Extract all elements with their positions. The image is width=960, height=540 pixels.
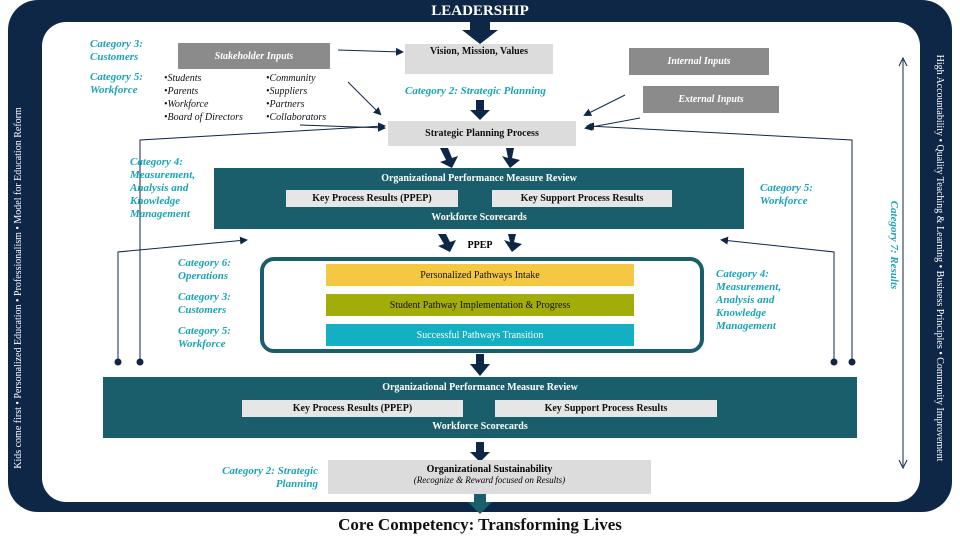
list-item: •Collaborators [266, 112, 327, 123]
category-2-strategic-bottom: Category 2: Strategic Planning [222, 465, 318, 490]
sustainability-title: Organizational Sustainability [426, 464, 553, 475]
external-inputs-box: External Inputs [643, 86, 779, 113]
review-top-key-process-results: Key Process Results (PPEP) [286, 190, 458, 207]
category-4-measurement-right: Category 4: Measurement, Analysis and Kn… [716, 268, 782, 332]
internal-inputs-box: Internal Inputs [629, 48, 769, 75]
leadership-arrow-icon [462, 22, 498, 44]
list-item: •Students [164, 73, 202, 84]
ppep-stage-intake: Personalized Pathways Intake [326, 264, 634, 286]
category-5-workforce-right: Category 5: Workforce [760, 182, 813, 207]
review-top-scorecards: Workforce Scorecards [431, 212, 527, 223]
category-4-measurement-left: Category 4: Measurement, Analysis and Kn… [130, 156, 196, 220]
category-6-operations: Category 6: Operations [178, 257, 231, 282]
stakeholder-list-col1: •Students •Parents •Workforce •Board of … [164, 72, 264, 124]
category-3-customers-top: Category 3: Customers [90, 38, 143, 63]
list-item: •Partners [266, 99, 305, 110]
performance-review-top: Organizational Performance Measure Revie… [214, 168, 744, 229]
category-2-strategic-top: Category 2: Strategic Planning [405, 85, 546, 97]
performance-review-bottom: Organizational Performance Measure Revie… [103, 377, 857, 438]
ppep-box: Personalized Pathways Intake Student Pat… [260, 257, 704, 353]
list-item: •Community [266, 73, 316, 84]
list-item: •Parents [164, 86, 199, 97]
category-7-results: Category 7: Results [888, 200, 900, 290]
ppep-label: PPEP [467, 240, 493, 251]
leadership-title: LEADERSHIP [431, 3, 529, 19]
list-item: •Board of Directors [164, 112, 243, 123]
review-bottom-key-support-results: Key Support Process Results [495, 400, 717, 417]
strategic-planning-process-box: Strategic Planning Process [388, 121, 576, 146]
review-bottom-scorecards: Workforce Scorecards [432, 421, 528, 432]
category-3-customers-mid: Category 3: Customers [178, 291, 231, 316]
stakeholder-list-col2: •Community •Suppliers •Partners •Collabo… [266, 72, 350, 124]
sustainability-subtitle: (Recognize & Reward focused on Results) [413, 475, 566, 485]
review-top-key-support-results: Key Support Process Results [492, 190, 672, 207]
core-competency-title: Core Competency: Transforming Lives [338, 515, 622, 534]
ppep-stage-implementation: Student Pathway Implementation & Progres… [326, 294, 634, 316]
category-5-workforce-mid: Category 5: Workforce [178, 325, 231, 350]
review-bottom-key-process-results: Key Process Results (PPEP) [242, 400, 463, 417]
ppep-stage-transition: Successful Pathways Transition [326, 324, 634, 346]
vision-mission-values-box: Vision, Mission, Values [405, 44, 553, 74]
review-bottom-title: Organizational Performance Measure Revie… [382, 382, 578, 393]
list-item: •Workforce [164, 99, 209, 110]
category-5-workforce-top: Category 5: Workforce [90, 71, 143, 96]
list-item: •Suppliers [266, 86, 308, 97]
organizational-sustainability-box: Organizational Sustainability (Recognize… [328, 460, 651, 494]
stakeholder-inputs-box: Stakeholder Inputs [178, 43, 330, 69]
review-top-title: Organizational Performance Measure Revie… [381, 173, 577, 184]
